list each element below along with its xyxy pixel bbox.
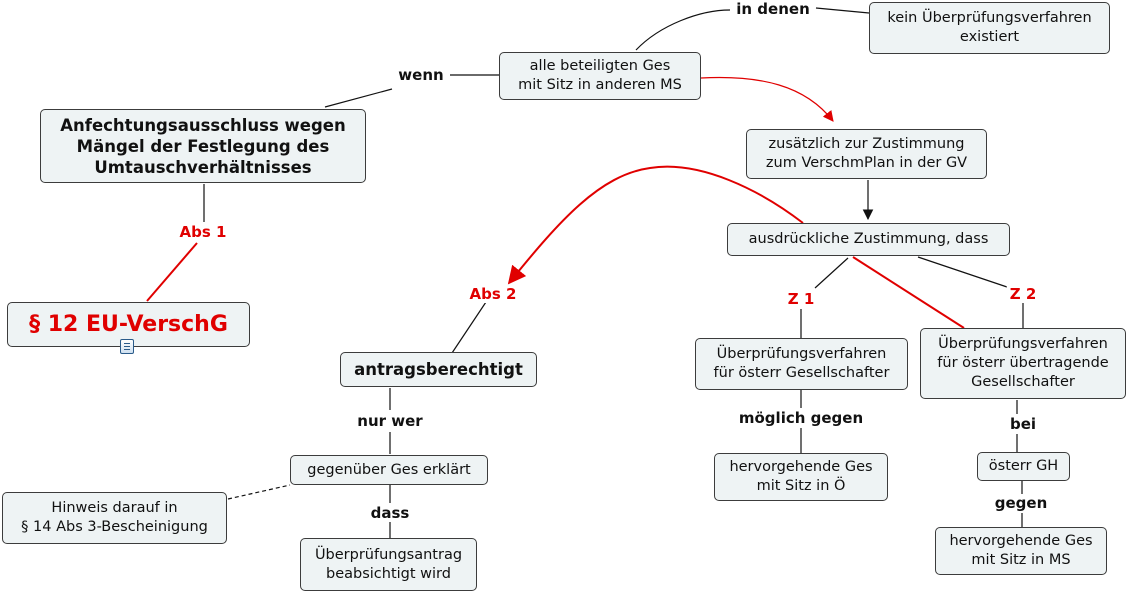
node-hervorgehende-ms[interactable]: hervorgehende Ges mit Sitz in MS <box>935 527 1107 575</box>
edge-indenen-kein <box>815 7 870 14</box>
node-ausdrueckliche[interactable]: ausdrückliche Zustimmung, dass <box>727 223 1010 256</box>
edge-ausdr-z1 <box>814 257 849 289</box>
node-hervorgehende-oe[interactable]: hervorgehende Ges mit Sitz in Ö <box>714 453 888 501</box>
label-z1: Z 1 <box>784 290 818 308</box>
node-kein-verfahren[interactable]: kein Überprüfungsverfahren existiert <box>869 2 1110 54</box>
node-antragsberechtigt[interactable]: antragsberechtigt <box>340 352 537 387</box>
relation-ausdr-uebertragend <box>852 256 965 329</box>
label-dass: dass <box>367 504 413 522</box>
node-hinweis[interactable]: Hinweis darauf in § 14 Abs 3-Bescheinigu… <box>2 492 227 544</box>
edge-hinweis <box>227 484 291 500</box>
relation-alle-zusaetzlich <box>700 76 834 122</box>
label-abs1: Abs 1 <box>176 223 230 241</box>
edge-abs1-paragraph <box>146 242 198 302</box>
edge-abs2-antrag <box>451 301 487 354</box>
node-verfahren-oesterr[interactable]: Überprüfungsverfahren für österr Gesells… <box>695 338 908 390</box>
node-pruefungsantrag[interactable]: Überprüfungsantrag beabsichtigt wird <box>300 538 477 591</box>
node-alle-beteiligten[interactable]: alle beteiligten Ges mit Sitz in anderen… <box>499 52 701 100</box>
node-zusaetzlich[interactable]: zusätzlich zur Zustimmung zum VerschmPla… <box>746 129 987 179</box>
label-wenn: wenn <box>395 66 447 84</box>
label-gegen: gegen <box>991 494 1051 512</box>
label-z2: Z 2 <box>1006 285 1040 303</box>
node-gegenueber[interactable]: gegenüber Ges erklärt <box>290 455 488 485</box>
node-anfechtungsausschluss[interactable]: Anfechtungsausschluss wegen Mängel der F… <box>40 109 366 183</box>
node-oesterr-gh[interactable]: österr GH <box>977 452 1070 481</box>
node-verfahren-uebertragend[interactable]: Überprüfungsverfahren für österr übertra… <box>920 328 1126 399</box>
relation-ausdr-abs2 <box>507 165 804 285</box>
label-abs2: Abs 2 <box>466 285 520 303</box>
node-paragraph[interactable]: § 12 EU-VerschG <box>7 302 250 347</box>
edge-anfecht-wenn <box>324 88 393 108</box>
edge-alle-indenen <box>635 9 731 51</box>
label-bei: bei <box>1006 415 1040 433</box>
label-in-denen: in denen <box>733 0 813 18</box>
label-nur-wer: nur wer <box>354 412 426 430</box>
edge-ausdr-z2 <box>917 256 1011 289</box>
label-moeglich-gegen: möglich gegen <box>735 409 867 427</box>
note-icon[interactable] <box>120 339 134 354</box>
